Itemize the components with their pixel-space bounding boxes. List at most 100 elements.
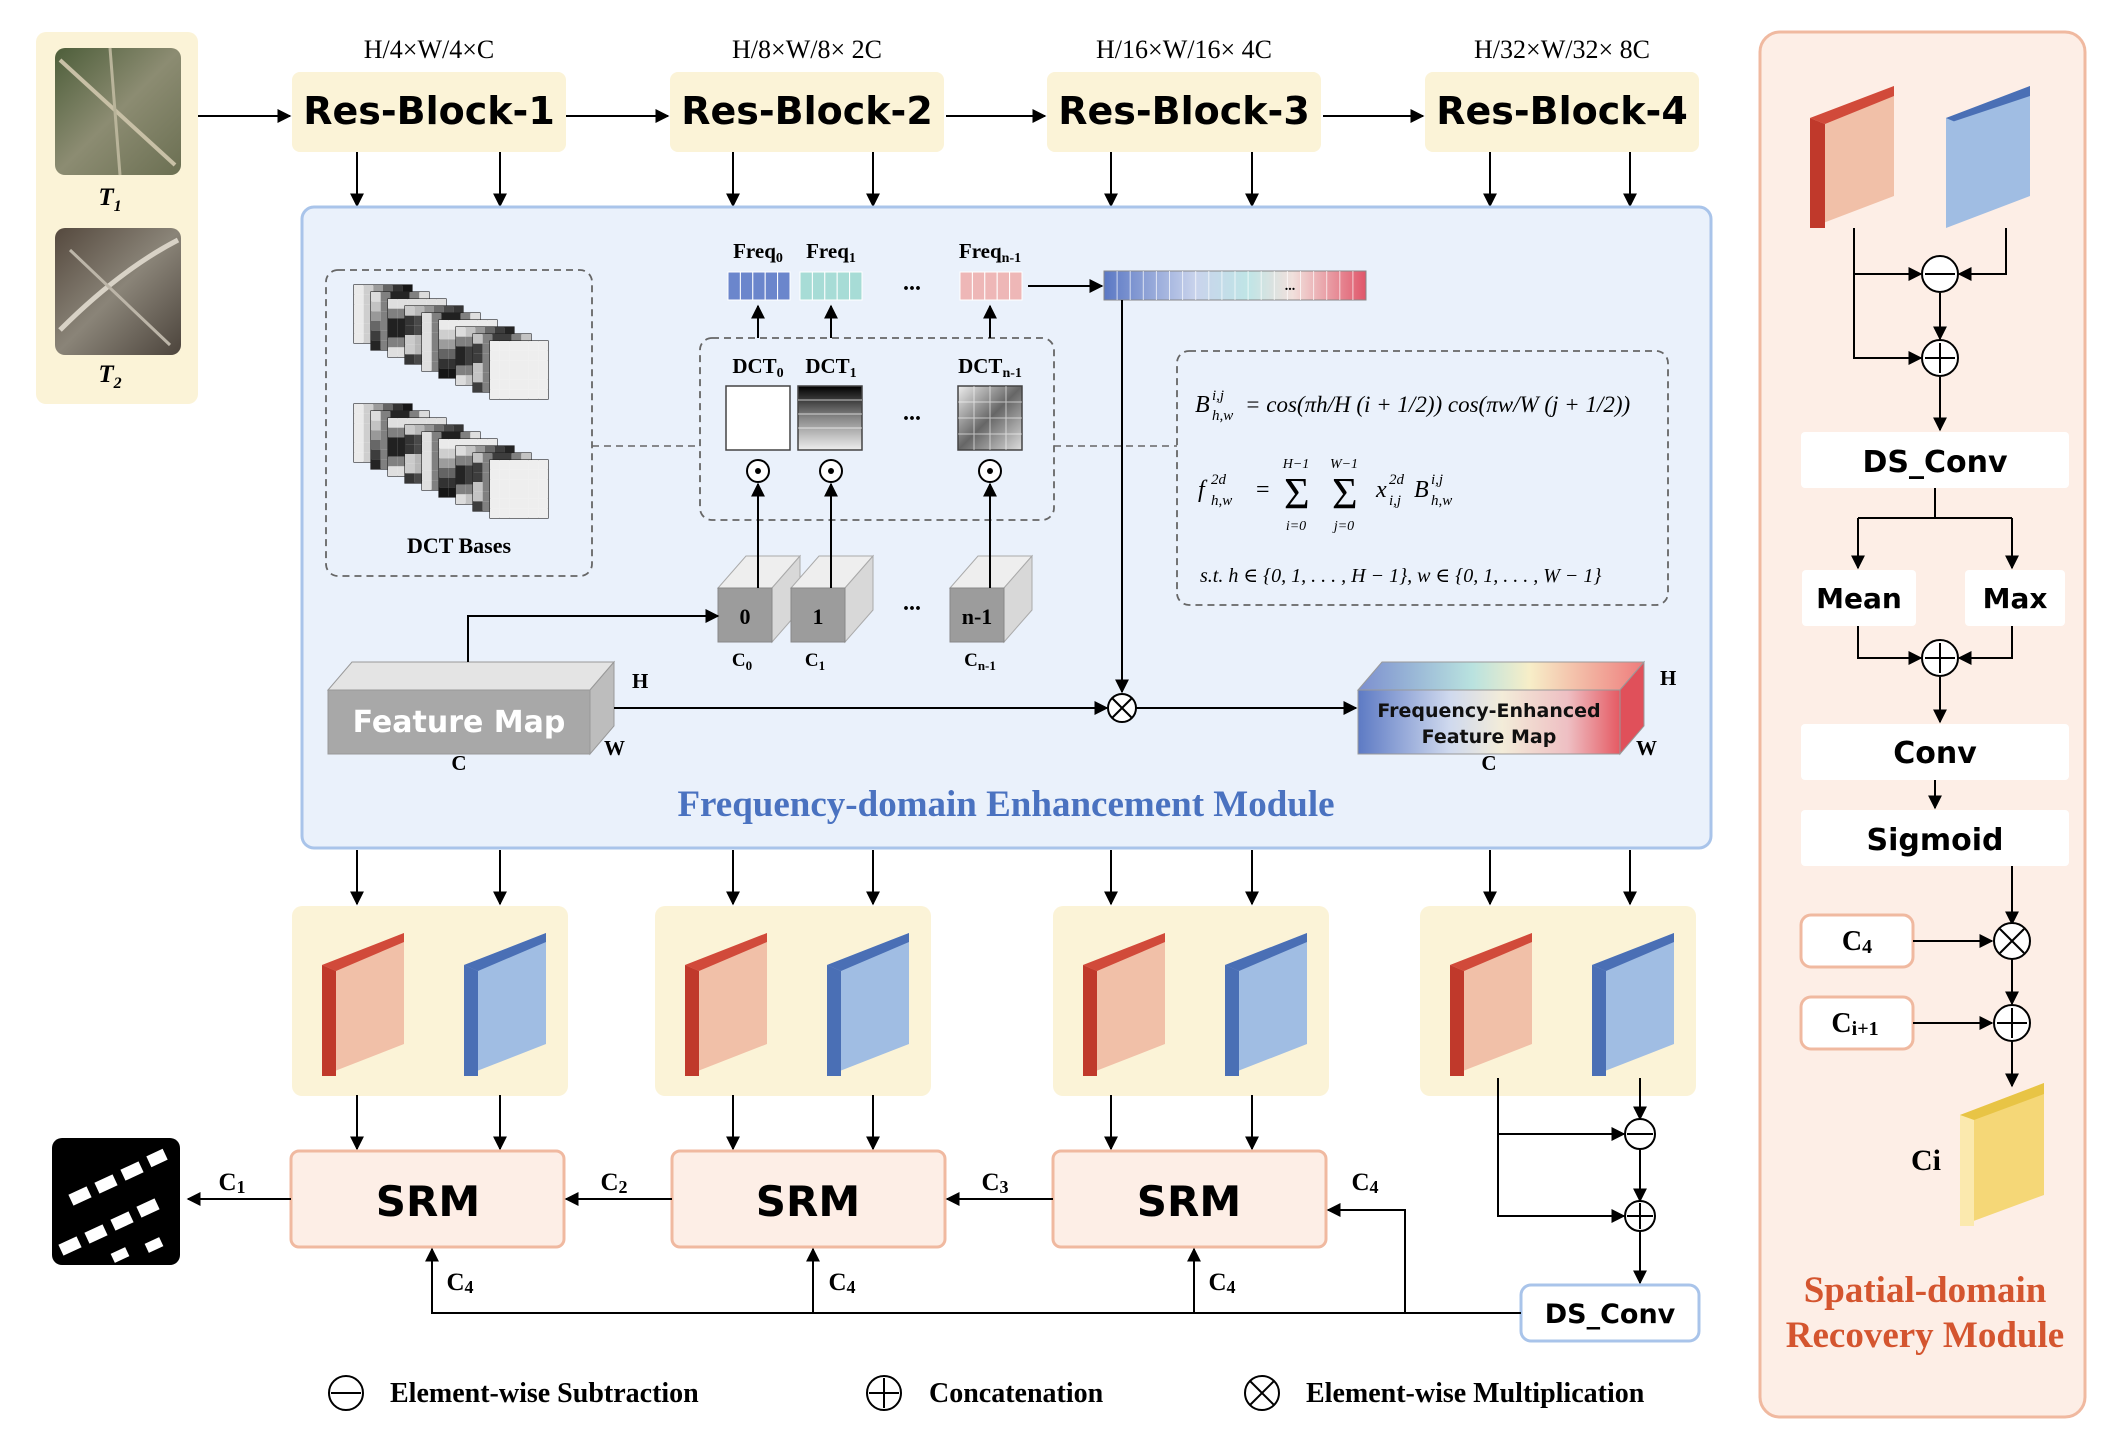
res-block-3: Res-Block-3 H/16×W/16× 4C [1047, 35, 1321, 152]
dct-bases-label: DCT Bases [407, 533, 512, 558]
dct0-label: DCT0 [732, 354, 783, 381]
feature-pair-4 [1420, 906, 1696, 1096]
formula-basis: B i,j h,w = cos(πh/H (i + 1/2)) cos(πw/W… [1195, 388, 1630, 424]
res-block-label: Res-Block-2 [681, 89, 933, 133]
c2-flow-label: C2 [600, 1169, 627, 1197]
svg-text:B: B [1195, 392, 1210, 418]
svg-text:h,w: h,w [1211, 493, 1232, 509]
srm-label-1: SRM [376, 1177, 480, 1226]
svg-text:h,w: h,w [1431, 493, 1452, 509]
t2-sub: 2 [113, 375, 122, 392]
freqn-label: Freqn-1 [959, 239, 1021, 266]
srm-title-line2: Recovery Module [1786, 1315, 2064, 1356]
blue-feature-block [1225, 933, 1307, 1076]
cn-label: Cn-1 [964, 650, 996, 673]
enhanced-map-w: W [1636, 736, 1657, 760]
svg-text:2d: 2d [1389, 472, 1405, 488]
svg-text:i=0: i=0 [1286, 519, 1306, 534]
c4-skip-label-1: C4 [446, 1269, 473, 1297]
c1-flow-label: C1 [218, 1169, 245, 1197]
c4-skip-label-2: C4 [828, 1269, 855, 1297]
c1-label: C1 [805, 650, 825, 673]
blue-feature-block [1592, 933, 1674, 1076]
srm-c4-label: C4 [1842, 926, 1872, 958]
c3-flow-label: C3 [981, 1169, 1008, 1197]
feature-map-c: C [451, 751, 466, 775]
legend: Element-wise Subtraction Concatenation E… [328, 1375, 1645, 1411]
srm-ds-conv-label: DS_Conv [1862, 445, 2007, 480]
freq0-label: Freq0 [733, 239, 783, 266]
image-t2 [55, 228, 181, 355]
frequency-enhanced-feature-map: Frequency-Enhanced Feature Map H W C [1356, 660, 1676, 775]
dct-basis-tile [489, 340, 549, 400]
legend-subtraction: Element-wise Subtraction [390, 1378, 699, 1409]
srm-mean-box [1802, 570, 1916, 626]
enhanced-map-h: H [1660, 666, 1676, 690]
res-block-label: Res-Block-3 [1058, 89, 1310, 133]
svg-text:B: B [1414, 477, 1429, 503]
svg-text:i,j: i,j [1431, 472, 1443, 488]
res-block-dims: H/4×W/4×C [364, 35, 494, 64]
freq-vector-0 [727, 271, 791, 301]
srm-conv-box [1801, 724, 2069, 780]
svg-text:i,j: i,j [1389, 493, 1401, 509]
srm-max-label: Max [1983, 582, 2048, 615]
chunk-ellipsis: ... [903, 590, 921, 616]
fem-title: Frequency-domain Enhancement Module [677, 784, 1334, 825]
srm-ci-label: Ci [1911, 1144, 1941, 1177]
formula-box [1176, 350, 1669, 606]
srm-red-feature [1810, 86, 1894, 228]
dct-bases-box [325, 269, 593, 577]
multiply-op [1107, 693, 1137, 723]
freq-vector-1 [799, 271, 863, 301]
srm-blue-feature [1946, 86, 2030, 228]
enhanced-map-c: C [1481, 751, 1496, 775]
svg-text:f: f [1198, 477, 1208, 503]
srm-max-box [1965, 570, 2065, 626]
enhanced-map-line1: Frequency-Enhanced [1377, 700, 1600, 722]
svg-text:= cos(πh/H (i + 1/2)) cos(πw/W: = cos(πh/H (i + 1/2)) cos(πw/W (j + 1/2)… [1245, 392, 1630, 417]
freq-ellipsis: ... [903, 270, 921, 296]
svg-text:T1: T1 [98, 184, 121, 215]
chunk-id: n-1 [962, 604, 993, 629]
svg-text:h,w: h,w [1212, 408, 1233, 424]
srm-label-2: SRM [756, 1177, 860, 1226]
res-block-4: Res-Block-4 H/32×W/32× 8C [1425, 35, 1699, 152]
dct1-filter [797, 385, 863, 451]
red-feature-block [322, 933, 404, 1076]
feature-pair-1 [292, 906, 568, 1096]
feature-map: Feature Map H W C [326, 660, 648, 775]
srm-label-3: SRM [1137, 1177, 1241, 1226]
enhanced-map-line2: Feature Map [1422, 726, 1557, 748]
svg-text:Σ: Σ [1284, 469, 1310, 518]
blue-feature-block [827, 933, 909, 1076]
svg-text:2d: 2d [1211, 472, 1227, 488]
feature-map-w: W [604, 736, 625, 760]
dct-ellipsis: ... [903, 400, 921, 426]
blue-feature-block [464, 933, 546, 1076]
srm-mean-label: Mean [1816, 582, 1902, 615]
svg-text:i,j: i,j [1212, 388, 1224, 404]
frequency-enhancement-module: DCT Bases DCT0 DCT1 DCTn-1 ... [300, 205, 1713, 850]
red-feature-block [1083, 933, 1165, 1076]
red-feature-block [685, 933, 767, 1076]
res-block-label: Res-Block-4 [1436, 89, 1688, 133]
dct-filters-box [699, 337, 1055, 521]
output-change-map [52, 1138, 180, 1265]
res-block-dims: H/32×W/32× 8C [1474, 35, 1650, 64]
feature-map-h: H [632, 669, 648, 693]
formula-constraint: s.t. h ∈ {0, 1, . . . , H − 1}, w ∈ {0, … [1200, 565, 1601, 587]
res-block-dims: H/16×W/16× 4C [1096, 35, 1272, 64]
c4-flow-label: C4 [1351, 1169, 1378, 1197]
res-block-label: Res-Block-1 [303, 89, 555, 133]
t1-label: T [98, 184, 115, 211]
dctn-label: DCTn-1 [958, 354, 1022, 381]
feature-pair-2 [655, 906, 931, 1096]
spatial-recovery-module-panel: DS_Conv Mean Max Conv Sigmoid C4 [1758, 30, 2087, 1419]
srm-ci1-label: Ci+1 [1831, 1008, 1878, 1040]
formula-dct: f 2d h,w = Σ H−1 i=0 Σ W−1 j=0 x 2d i,j … [1198, 457, 1452, 534]
dct-basis-tile [489, 459, 549, 519]
chunk-id: 0 [740, 604, 751, 629]
svg-text:W−1: W−1 [1330, 457, 1358, 472]
